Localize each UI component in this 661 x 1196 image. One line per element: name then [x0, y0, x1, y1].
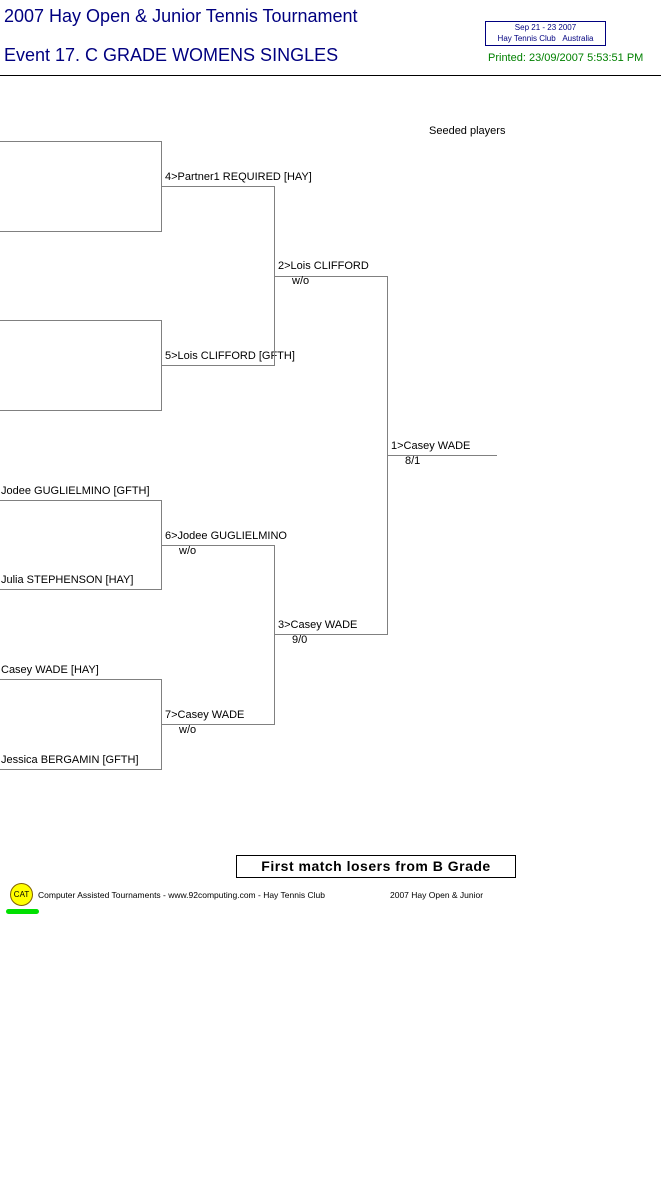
bracket-line — [161, 141, 162, 232]
match-score: w/o — [292, 275, 310, 287]
tournament-country: Australia — [562, 34, 594, 43]
player-name: Casey WADE [HAY] — [1, 664, 99, 676]
tournament-club: Hay Tennis Club — [497, 34, 556, 43]
tournament-dates: Sep 21 - 23 2007 — [514, 23, 577, 32]
bracket-line — [162, 724, 275, 725]
semifinal-player: 3>Casey WADE — [278, 619, 358, 631]
tournament-location: Hay Tennis Club Australia — [486, 33, 605, 44]
semifinal-player: 2>Lois CLIFFORD — [278, 260, 369, 272]
bracket-line — [274, 545, 275, 725]
bracket-line — [162, 545, 275, 546]
header-divider — [0, 75, 661, 76]
bracket-line — [0, 679, 162, 680]
match-score: w/o — [179, 545, 197, 557]
printed-timestamp: Printed: 23/09/2007 5:53:51 PM — [488, 52, 644, 64]
bracket-line — [388, 455, 497, 456]
footer-credit: Computer Assisted Tournaments - www.92co… — [38, 890, 325, 900]
player-name: Julia STEPHENSON [HAY] — [1, 574, 134, 586]
cat-logo-icon: CAT — [10, 883, 33, 906]
bracket-line — [0, 231, 162, 232]
bracket-note: First match losers from B Grade — [236, 855, 516, 878]
bracket-line — [274, 186, 275, 366]
bracket-line — [0, 589, 162, 590]
champion-name: 1>Casey WADE — [391, 440, 471, 452]
bracket-line — [162, 186, 275, 187]
bracket-line — [275, 634, 388, 635]
round2-player: 7>Casey WADE — [165, 709, 245, 721]
tournament-title: 2007 Hay Open & Junior Tennis Tournament — [4, 6, 358, 26]
match-score: 8/1 — [405, 455, 421, 467]
bracket-line — [162, 365, 275, 366]
logo-underline — [6, 909, 39, 914]
round2-player: 5>Lois CLIFFORD [GFTH] — [165, 350, 295, 362]
event-title: Event 17. C GRADE WOMENS SINGLES — [4, 45, 339, 65]
match-score: w/o — [179, 724, 197, 736]
bracket-line — [0, 500, 162, 501]
seeded-players-label: Seeded players — [429, 125, 506, 137]
bracket-line — [161, 500, 162, 590]
round2-player: 6>Jodee GUGLIELMINO — [165, 530, 287, 542]
tournament-info-box: Sep 21 - 23 2007 Hay Tennis Club Austral… — [485, 21, 606, 46]
bracket-line — [387, 276, 388, 635]
bracket-line — [0, 141, 162, 142]
player-name: Jessica BERGAMIN [GFTH] — [1, 754, 139, 766]
bracket-line — [275, 276, 388, 277]
footer-event: 2007 Hay Open & Junior — [390, 890, 484, 900]
round2-player: 4>Partner1 REQUIRED [HAY] — [165, 171, 312, 183]
bracket-line — [0, 320, 162, 321]
player-name: Jodee GUGLIELMINO [GFTH] — [1, 485, 150, 497]
bracket-line — [161, 320, 162, 411]
bracket-line — [161, 679, 162, 770]
bracket-line — [0, 769, 162, 770]
bracket-line — [0, 410, 162, 411]
match-score: 9/0 — [292, 634, 308, 646]
